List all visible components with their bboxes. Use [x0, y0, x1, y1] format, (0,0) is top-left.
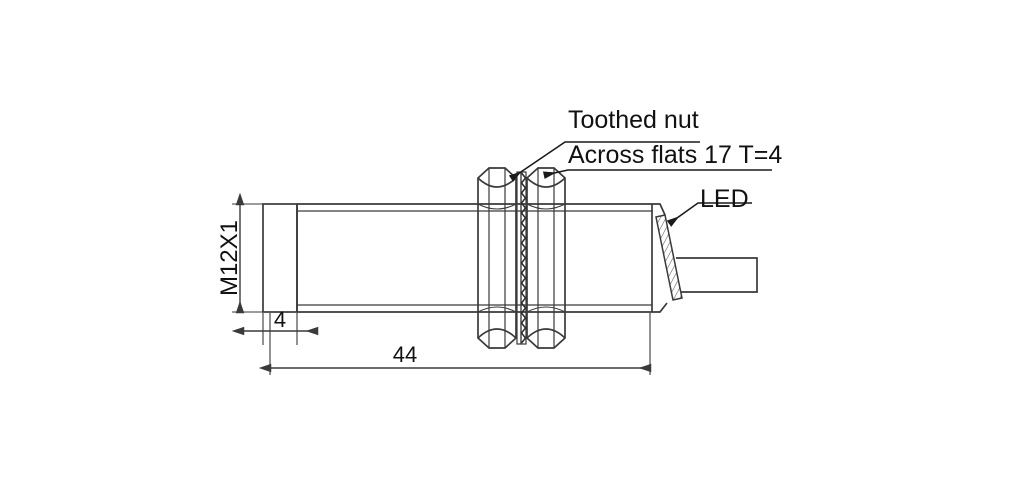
annotation-across-flats: Across flats 17 T=4	[568, 141, 782, 169]
front-hex-nut	[477, 167, 517, 349]
dimension-m12x1	[232, 192, 300, 314]
dimension-44	[258, 313, 652, 375]
leader-led	[666, 202, 752, 227]
annotation-toothed-nut: Toothed nut	[568, 106, 699, 134]
dimension-label-4: 4	[274, 307, 286, 332]
dimension-label-44: 44	[393, 342, 417, 367]
rear-hex-nut	[526, 167, 566, 349]
toothed-washer	[516, 171, 527, 345]
leader-across-flats	[542, 169, 772, 180]
leader-toothed-nut	[508, 141, 700, 182]
dimension-4	[231, 313, 319, 345]
dimension-label-m12x1: M12X1	[216, 220, 243, 296]
threaded-barrel	[296, 203, 652, 313]
led-band	[655, 214, 683, 301]
sensing-face	[262, 203, 298, 313]
annotation-led: LED	[700, 185, 749, 213]
cable	[676, 257, 758, 293]
rear-body	[651, 203, 668, 313]
